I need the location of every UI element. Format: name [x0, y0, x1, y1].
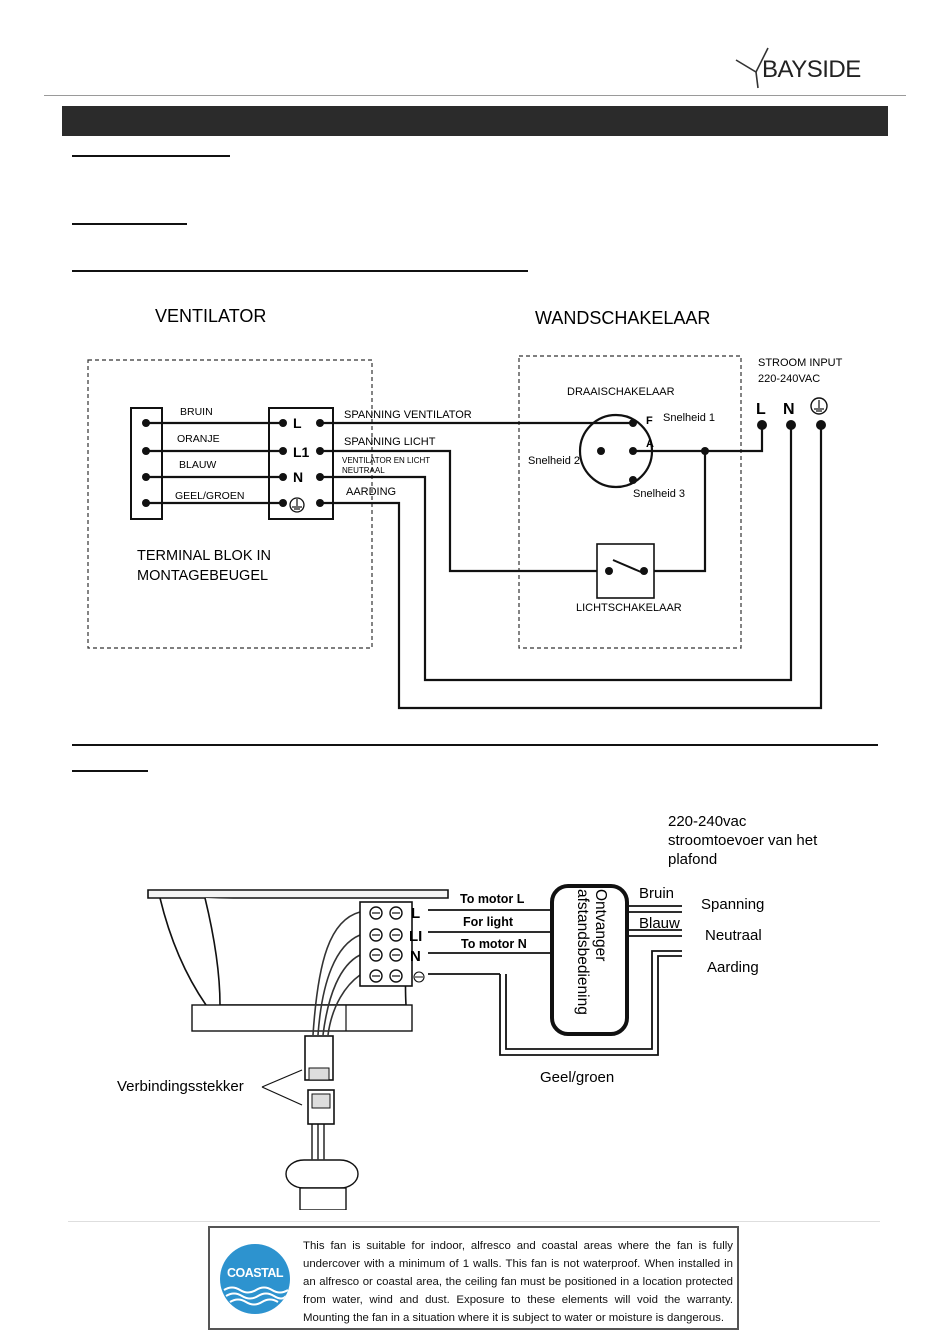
output-neutraal: Neutraal [705, 927, 762, 944]
ground-wire-label: Geel/groen [540, 1069, 614, 1086]
rotary-contact-a: A [646, 438, 654, 450]
coastal-notice-box: COASTAL This fan is suitable for indoor,… [208, 1226, 739, 1330]
terminal-dots [142, 419, 324, 507]
power-terminal-n: N [783, 401, 795, 418]
block-letter-l: L [411, 905, 420, 922]
bayside-logo-icon [735, 47, 769, 89]
terminal-symbols: L L1 N [293, 415, 310, 485]
power-input-label-2: 220-240VAC [758, 373, 820, 385]
ventilator-title: VENTILATOR [155, 306, 266, 326]
rotary-contact-f: F [646, 415, 653, 427]
terminal-symbol-l1: L1 [293, 444, 310, 460]
remote-receiver-wiring-diagram: 220-240vac stroomtoevoer van het plafond… [117, 813, 818, 1210]
terminal-symbol-n: N [293, 469, 303, 485]
receiver-label-1: Ontvanger [592, 889, 609, 961]
light-switch-contact-2 [640, 567, 648, 575]
connection-labels: SPANNING VENTILATOR SPANNING LICHT VENTI… [342, 409, 472, 498]
wandschakelaar-title: WANDSCHAKELAAR [535, 308, 710, 328]
label-neutraal: NEUTRAAL [342, 466, 385, 475]
light-switch-label: LICHTSCHAKELAAR [576, 602, 682, 614]
rotary-switch-label: DRAAISCHAKELAAR [567, 386, 675, 398]
wire-label-bruin: BRUIN [180, 406, 213, 418]
light-switch-contact-1 [605, 567, 613, 575]
supply-label-1: 220-240vac [668, 813, 747, 830]
wire-label-blauw: BLAUW [179, 459, 216, 471]
terminal-wires [146, 421, 283, 505]
header-rule [44, 95, 906, 96]
output-aarding: Aarding [707, 959, 759, 976]
block-letters: L LI N [409, 905, 422, 965]
wall-switch-wiring-diagram: VENTILATOR WANDSCHAKELAAR BRUIN ORANJE B… [87, 306, 843, 710]
rotary-switch-contacts [597, 419, 826, 484]
section-title-bar [62, 106, 888, 136]
power-terminal-l: L [756, 401, 766, 418]
heading-underline-2 [72, 223, 187, 225]
label-spanning-ventilator: SPANNING VENTILATOR [344, 409, 472, 421]
earth-symbol-icon [289, 497, 305, 513]
remote-receiver-box [550, 884, 629, 1036]
wall-switch-dashed-box [518, 355, 742, 649]
wire-label-oranje: ORANJE [177, 433, 220, 445]
for-light-label: For light [463, 915, 514, 929]
rotary-switch-dial [578, 413, 654, 489]
terminal-strip [359, 901, 413, 987]
coastal-badge-icon: COASTAL [220, 1244, 290, 1314]
connector-label: Verbindingsstekker [117, 1078, 244, 1095]
light-switch-lever-icon [612, 559, 642, 573]
diagram-titles: VENTILATOR WANDSCHAKELAAR [155, 306, 710, 328]
left-terminal-block [130, 407, 163, 520]
to-motor-l-label: To motor L [460, 892, 525, 906]
right-terminal-block [268, 407, 334, 520]
coastal-waves-icon [223, 1286, 289, 1306]
receiver-label-2: afstandsbediening [574, 889, 591, 1015]
terminal-block-label-2: MONTAGEBEUGEL [137, 568, 268, 584]
heading-underline-1 [72, 155, 230, 157]
terminal-block-label-1: TERMINAL BLOK IN [137, 548, 271, 564]
wire-label-bruin-remote: Bruin [639, 885, 674, 902]
heading-underline-5 [72, 770, 148, 772]
bayside-logo-text: BAYSIDE [762, 56, 861, 83]
heading-underline-3 [72, 270, 528, 272]
connector-pointer-2 [261, 1086, 303, 1106]
power-input-label-1: STROOM INPUT [758, 357, 843, 369]
block-letter-li: LI [409, 928, 422, 945]
wire-label-geel-groen: GEEL/GROEN [175, 490, 244, 502]
receiver-wires [428, 905, 682, 1056]
supply-label-3: plafond [668, 851, 717, 868]
wire-label-blauw-remote: Blauw [639, 915, 680, 932]
speed-1-label: Snelheid 1 [663, 412, 715, 424]
speed-3-label: Snelheid 3 [633, 488, 685, 500]
coastal-notice-text: This fan is suitable for indoor, alfresc… [303, 1240, 733, 1325]
connector-plug-icon [304, 1035, 335, 1125]
to-motor-n-label: To motor N [461, 937, 527, 951]
label-spanning-licht: SPANNING LICHT [344, 436, 436, 448]
speed-2-label: Snelheid 2 [528, 455, 580, 467]
label-aarding: AARDING [346, 486, 396, 498]
heading-underline-4 [72, 744, 878, 746]
coastal-badge-text: COASTAL [227, 1266, 284, 1280]
motor-labels: To motor L For light To motor N [460, 892, 527, 951]
output-spanning: Spanning [701, 896, 764, 913]
connector-pointer-1 [261, 1069, 303, 1088]
wire-color-labels: BRUIN ORANJE BLAUW GEEL/GROEN [175, 406, 244, 502]
footer-rule [68, 1221, 880, 1222]
power-earth-icon [810, 397, 828, 415]
ceiling-canopy [147, 889, 449, 1210]
block-letter-n: N [410, 948, 421, 965]
block-earth-icon [413, 971, 425, 983]
label-ventilator-en-licht: VENTILATOR EN LICHT [342, 456, 430, 465]
supply-label-2: stroomtoevoer van het [668, 832, 818, 849]
terminal-symbol-l: L [293, 415, 302, 431]
